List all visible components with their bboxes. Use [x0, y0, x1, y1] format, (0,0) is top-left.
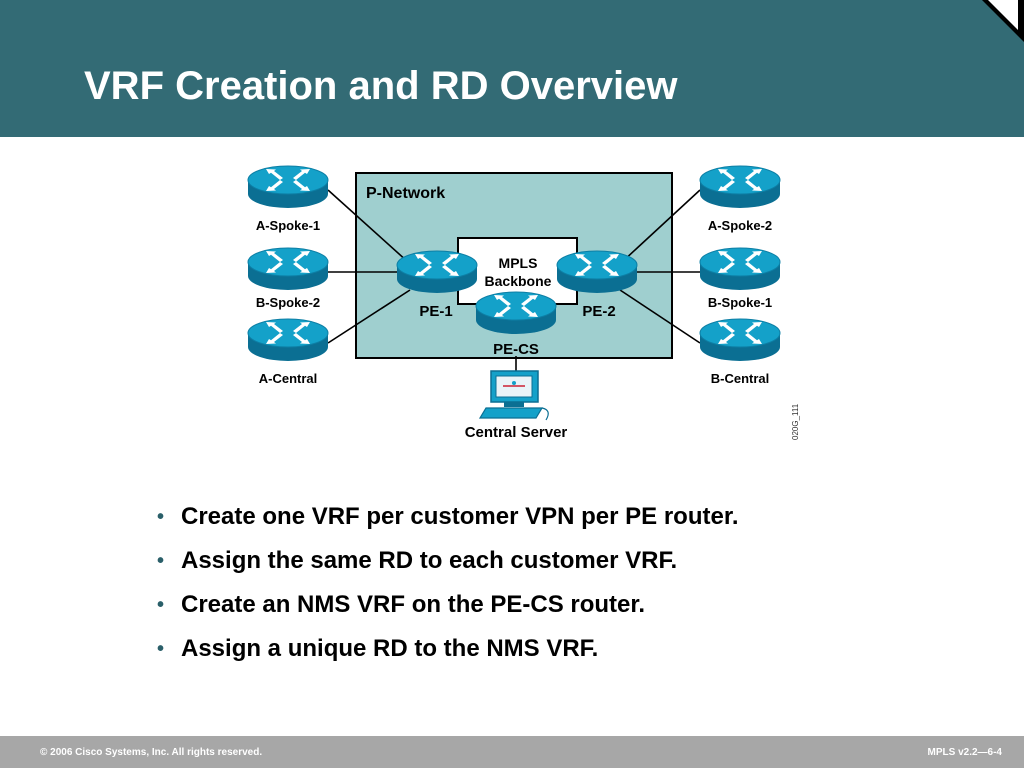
backbone-label-line1: MPLS: [499, 255, 538, 271]
label-b-spoke-2: B-Spoke-2: [256, 295, 320, 310]
label-a-spoke-1: A-Spoke-1: [256, 218, 320, 233]
router-a-spoke-1: [247, 165, 329, 209]
bullet-text: Assign a unique RD to the NMS VRF.: [181, 635, 599, 662]
course-page-number: MPLS v2.2—6-4: [927, 747, 1002, 758]
label-a-spoke-2: A-Spoke-2: [708, 218, 772, 233]
label-central-server: Central Server: [465, 424, 568, 441]
router-b-central: [699, 318, 781, 362]
bullet-text: Create one VRF per customer VPN per PE r…: [181, 503, 739, 530]
bullet-item: • Assign a unique RD to the NMS VRF.: [155, 632, 739, 676]
bullet-text: Assign the same RD to each customer VRF.: [181, 547, 678, 574]
label-b-spoke-1: B-Spoke-1: [708, 295, 772, 310]
bullet-item: • Create one VRF per customer VPN per PE …: [155, 500, 739, 544]
router-b-spoke-2: [247, 247, 329, 291]
p-network-label: P-Network: [366, 185, 445, 202]
router-pe-1: [396, 250, 478, 294]
bullet-dot-icon: •: [157, 594, 165, 616]
label-pe-2: PE-2: [582, 303, 615, 320]
slide-footer: © 2006 Cisco Systems, Inc. All rights re…: [0, 736, 1024, 768]
network-links: [327, 189, 701, 375]
label-b-central: B-Central: [711, 371, 770, 386]
corner-decoration-inner: [988, 0, 1018, 30]
slide-header: VRF Creation and RD Overview: [0, 0, 1024, 137]
bullet-dot-icon: •: [157, 638, 165, 660]
bullet-list: • Create one VRF per customer VPN per PE …: [155, 500, 739, 676]
router-pe-2: [556, 250, 638, 294]
router-b-spoke-1: [699, 247, 781, 291]
slide-title: VRF Creation and RD Overview: [84, 64, 678, 108]
label-a-central: A-Central: [259, 371, 318, 386]
figure-code: 020G_111: [791, 403, 800, 440]
router-a-spoke-2: [699, 165, 781, 209]
backbone-label-line2: Backbone: [485, 273, 552, 289]
copyright-text: © 2006 Cisco Systems, Inc. All rights re…: [40, 747, 263, 758]
label-pe-1: PE-1: [419, 303, 452, 320]
bullet-item: • Create an NMS VRF on the PE-CS router.: [155, 588, 739, 632]
bullet-item: • Assign the same RD to each customer VRF…: [155, 544, 739, 588]
network-diagram: P-Network MPLS Backbone A-Spoke-1 B-Spok…: [247, 165, 800, 441]
router-a-central: [247, 318, 329, 362]
central-server-icon: [478, 370, 549, 421]
bullet-dot-icon: •: [157, 506, 165, 528]
router-pe-cs: [475, 291, 557, 335]
label-pe-cs: PE-CS: [493, 341, 539, 358]
bullet-text: Create an NMS VRF on the PE-CS router.: [181, 591, 646, 618]
bullet-dot-icon: •: [157, 550, 165, 572]
